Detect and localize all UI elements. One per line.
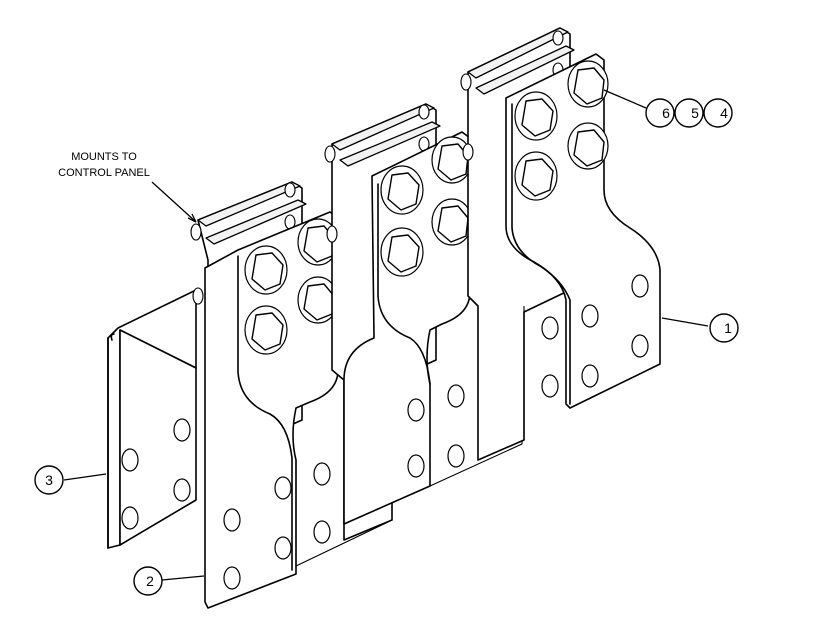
leader-1	[661, 317, 709, 327]
callout-5: 5	[674, 98, 704, 128]
bolt-head	[297, 276, 339, 324]
svg-text:4: 4	[720, 105, 728, 121]
note-line-2: CONTROL PANEL	[58, 167, 150, 179]
svg-text:3: 3	[45, 472, 53, 488]
bolt-head	[514, 151, 558, 201]
note-line-1: MOUNTS TO	[71, 151, 137, 163]
bolt-head	[244, 245, 288, 295]
svg-text:6: 6	[662, 105, 670, 121]
leader-4-6	[603, 89, 647, 109]
leader-3	[63, 473, 107, 481]
bolt-head	[567, 122, 609, 170]
svg-text:1: 1	[724, 320, 732, 336]
callout-4: 4	[703, 98, 733, 128]
bus-bar-middle	[324, 103, 523, 541]
mounting-note: MOUNTS TO CONTROL PANEL	[58, 151, 197, 223]
callout-3: 3	[34, 465, 64, 495]
callout-1: 1	[709, 313, 739, 343]
bolt-head	[431, 198, 473, 246]
svg-text:2: 2	[146, 573, 154, 589]
bus-bar-right	[460, 27, 661, 461]
bolt-head	[567, 60, 609, 108]
bolt-head	[431, 136, 473, 184]
callout-2: 2	[133, 566, 163, 596]
bolt-head	[380, 227, 424, 277]
mounting-bracket	[107, 289, 197, 549]
bolt-head	[380, 165, 424, 215]
bolt-head	[514, 91, 558, 141]
bus-bar-left	[190, 181, 389, 609]
leader-2	[161, 575, 205, 581]
bolt-head	[244, 305, 288, 355]
callout-6: 6	[645, 98, 675, 128]
svg-text:5: 5	[691, 105, 699, 121]
